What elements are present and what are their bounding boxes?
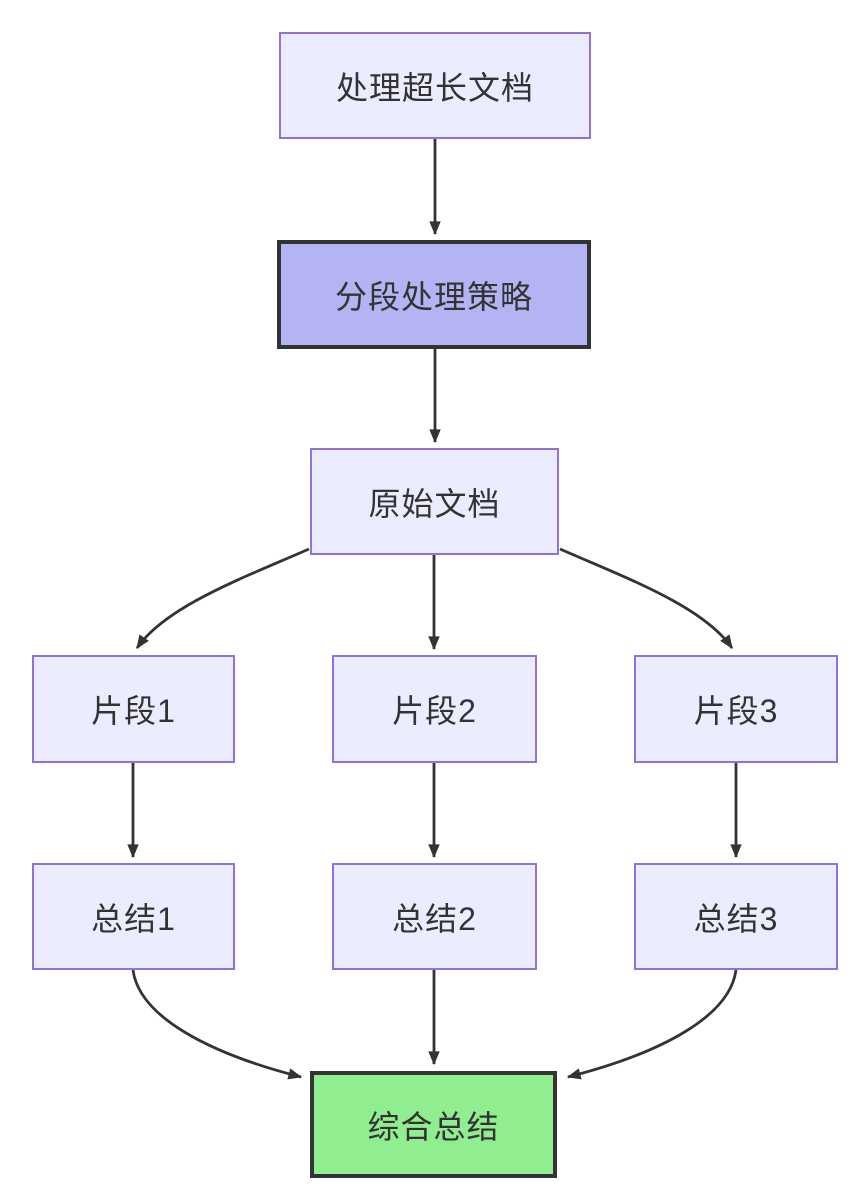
node-summary1: 总结1: [32, 863, 235, 970]
node-fragment2-label: 片段2: [392, 693, 477, 729]
node-summary2-label: 总结2: [392, 900, 477, 937]
node-segmentation-strategy-label: 分段处理策略: [334, 278, 533, 315]
node-summary3-label: 总结3: [693, 900, 779, 937]
node-final-summary: 综合总结: [310, 1071, 557, 1178]
node-summary1-label: 总结1: [91, 900, 176, 937]
node-final-summary-label: 综合总结: [367, 1108, 500, 1145]
node-original-doc: 原始文档: [310, 448, 559, 555]
edge-summary3-to-final: [566, 969, 738, 1080]
node-original-doc-label: 原始文档: [368, 485, 501, 522]
node-fragment1-label: 片段1: [91, 693, 176, 729]
node-summary2: 总结2: [332, 863, 537, 970]
node-fragment3-label: 片段3: [693, 693, 779, 729]
edge-origdoc-to-fragment1: [135, 547, 310, 649]
edge-origdoc-to-fragment3: [559, 547, 734, 649]
edge-summary1-to-final: [131, 969, 303, 1080]
node-process-long-doc: 处理超长文档: [279, 32, 591, 139]
node-summary3: 总结3: [634, 863, 838, 970]
node-fragment1: 片段1: [32, 655, 235, 763]
node-segmentation-strategy: 分段处理策略: [277, 240, 591, 349]
node-fragment2: 片段2: [332, 655, 537, 763]
node-fragment3: 片段3: [634, 655, 838, 763]
node-process-long-doc-label: 处理超长文档: [335, 69, 534, 106]
